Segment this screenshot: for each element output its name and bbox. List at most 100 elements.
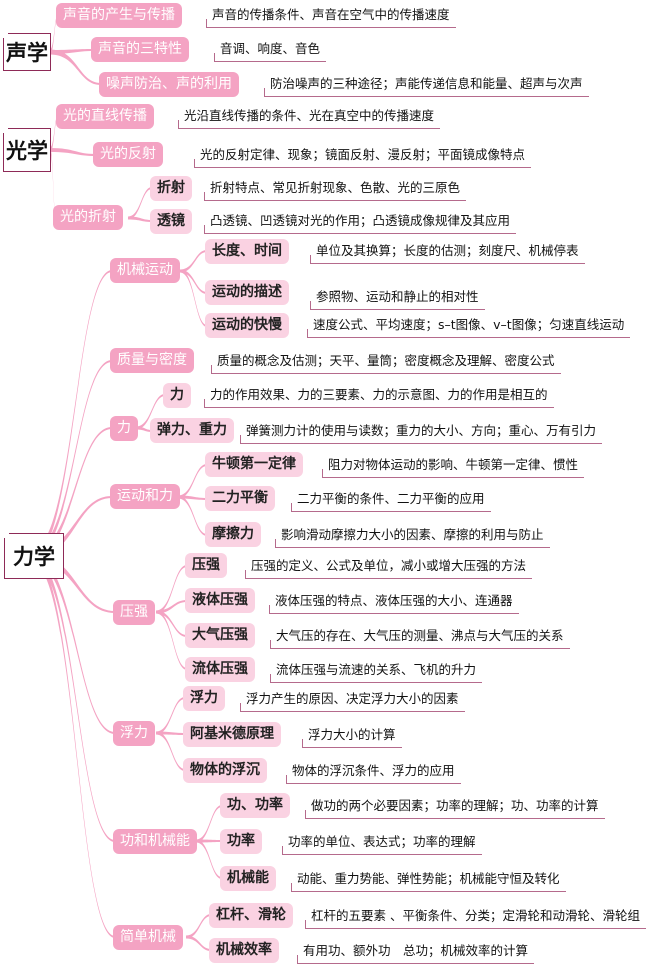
leaf-note: 有用功、额外功 总功；机械效率的计算 [297, 941, 535, 964]
branch-connector [178, 495, 207, 536]
branch-connector [156, 610, 187, 670]
leaf-text: 凸透镜、凹透镜对光的作用；凸透镜成像规律及其应用 [210, 213, 511, 228]
category-motion-force: 运动和力 [110, 484, 180, 509]
leaf-note: 流体压强与流速的关系、飞机的升力 [270, 660, 483, 683]
leaf-text: 光的反射定律、现象；镜面反射、漫反射；平面镜成像特点 [200, 147, 526, 162]
category-light-reflection: 光的反射 [93, 142, 163, 167]
leaf-note: 参照物、运动和静止的相对性 [310, 287, 485, 310]
leaf-text: 浮力产生的原因、决定浮力大小的因素 [246, 691, 459, 706]
sub-liquid-pressure: 液体压强 [185, 588, 255, 613]
leaf-note: 影响滑动摩擦力大小的因素、摩擦的利用与防止 [275, 525, 550, 548]
sub-lever-pulley: 杠杆、滑轮 [209, 903, 293, 928]
leaf-text: 压强的定义、公式及单位，减小或增大压强的方法 [251, 558, 527, 573]
leaf-text: 物体的浮沉条件、浮力的应用 [292, 763, 455, 778]
leaf-text: 音调、响度、音色 [220, 41, 321, 56]
leaf-text: 力的作用效果、力的三要素、力的示意图、力的作用是相互的 [210, 387, 548, 402]
branch-connector [156, 731, 185, 771]
sub-two-force-balance: 二力平衡 [205, 486, 275, 511]
branch-connector [128, 216, 152, 222]
leaf-note: 力的作用效果、力的三要素、力的示意图、力的作用是相互的 [204, 385, 554, 408]
root-optics: 光学 [0, 124, 51, 172]
leaf-text: 速度公式、平均速度；s–t图像、v–t图像；匀速直线运动 [313, 317, 625, 332]
sub-mechanical-energy: 机械能 [220, 866, 276, 891]
root-label: 光学 [6, 139, 48, 163]
leaf-text: 有用功、额外功 总功；机械效率的计算 [303, 943, 529, 958]
branch-connector [128, 187, 152, 220]
leaf-text: 流体压强与流速的关系、飞机的升力 [276, 662, 477, 677]
branch-connector [186, 935, 211, 951]
leaf-text: 动能、重力势能、弹性势能；机械能守恒及转化 [297, 871, 560, 886]
sub-power: 功率 [220, 829, 262, 854]
leaf-note: 防治噪声的三种途径；声能传递信息和能量、超声与次声 [264, 74, 589, 97]
root-label: 声学 [6, 41, 48, 65]
branch-connector [196, 805, 222, 843]
sub-friction: 摩擦力 [205, 522, 261, 547]
branch-connector [156, 731, 185, 735]
sub-float-sink: 物体的浮沉 [183, 758, 267, 783]
branch-connector [50, 115, 58, 153]
branch-connector [30, 270, 112, 561]
branch-connector [50, 148, 96, 156]
leaf-note: 声音的传播条件、声音在空气中的传播速度 [206, 5, 456, 28]
branch-connector [180, 250, 207, 273]
leaf-note: 压强的定义、公式及单位，减小或增大压强的方法 [245, 556, 533, 579]
category-simple-machines: 简单机械 [113, 925, 183, 950]
sub-archimedes: 阿基米德原理 [183, 722, 281, 747]
category-buoyancy: 浮力 [113, 721, 155, 746]
leaf-note: 音调、响度、音色 [214, 39, 327, 62]
branch-connector [178, 495, 207, 500]
leaf-text: 弹簧测力计的使用与读数；重力的大小、方向；重心、万有引力 [246, 423, 597, 438]
leaf-note: 浮力产生的原因、决定浮力大小的因素 [240, 689, 465, 712]
leaf-text: 防治噪声的三种途径；声能传递信息和能量、超声与次声 [270, 76, 583, 91]
sub-work-power: 功、功率 [220, 793, 290, 818]
sub-refraction: 折射 [150, 176, 192, 201]
category-work-energy: 功和机械能 [113, 829, 197, 854]
category-mechanical-motion: 机械运动 [110, 258, 180, 283]
branch-connector [136, 426, 152, 432]
category-pressure: 压强 [113, 600, 155, 625]
leaf-note: 弹簧测力计的使用与读数；重力的大小、方向；重心、万有引力 [240, 421, 603, 444]
leaf-text: 浮力大小的计算 [308, 727, 396, 742]
leaf-text: 折射特点、常见折射现象、色散、光的三原色 [210, 180, 461, 195]
leaf-text: 声音的传播条件、声音在空气中的传播速度 [212, 7, 450, 22]
branch-connector [186, 914, 211, 939]
sub-buoyancy: 浮力 [183, 686, 225, 711]
category-light-refraction: 光的折射 [53, 205, 123, 230]
leaf-text: 质量的概念及估测；天平、量筒；密度概念及理解、密度公式 [217, 353, 555, 368]
branch-connector [50, 49, 101, 85]
leaf-text: 参照物、运动和静止的相对性 [316, 289, 479, 304]
branch-connector [156, 697, 185, 735]
sub-force: 力 [163, 383, 191, 408]
sub-pressure: 压强 [185, 553, 227, 578]
branch-connector [180, 269, 207, 327]
root-label: 力学 [13, 545, 55, 569]
sub-atmospheric-pressure: 大气压强 [185, 623, 255, 648]
leaf-note: 液体压强的特点、液体压强的大小、连通器 [269, 591, 519, 614]
category-sound-traits: 声音的三特性 [91, 37, 189, 62]
category-noise-control: 噪声防治、声的利用 [99, 72, 239, 97]
leaf-note: 单位及其换算；长度的估测；刻度尺、机械停表 [310, 241, 585, 264]
branch-connector [196, 839, 222, 879]
sub-elastic-gravity: 弹力、重力 [150, 418, 234, 443]
sub-lens: 透镜 [150, 209, 192, 234]
leaf-note: 阻力对物体运动的影响、牛顿第一定律、惯性 [322, 455, 585, 478]
root-acoustics: 声学 [0, 29, 51, 71]
root-mechanics: 力学 [0, 529, 64, 579]
sub-length-time: 长度、时间 [205, 239, 289, 264]
branch-connector [156, 600, 187, 614]
category-light-straight: 光的直线传播 [56, 104, 154, 129]
leaf-note: 凸透镜、凹透镜对光的作用；凸透镜成像规律及其应用 [204, 211, 517, 234]
branch-connector [30, 551, 115, 842]
leaf-text: 杠杆的五要素 、平衡条件、分类；定滑轮和动滑轮、滑轮组 [311, 908, 640, 923]
leaf-text: 影响滑动摩擦力大小的因素、摩擦的利用与防止 [281, 527, 544, 542]
leaf-note: 光的反射定律、现象；镜面反射、漫反射；平面镜成像特点 [194, 145, 532, 168]
sub-motion-speed: 运动的快慢 [205, 313, 289, 338]
leaf-note: 功率的单位、表达式；功率的理解 [282, 832, 482, 855]
leaf-text: 阻力对物体运动的影响、牛顿第一定律、惯性 [328, 457, 579, 472]
leaf-text: 大气压的存在、大气压的测量、沸点与大气压的关系 [276, 628, 564, 643]
sub-mechanical-efficiency: 机械效率 [209, 938, 279, 963]
leaf-text: 做功的两个必要因素；功率的理解；功、功率的计算 [311, 798, 599, 813]
leaf-text: 光沿直线传播的条件、光在真空中的传播速度 [184, 108, 435, 123]
category-sound-production: 声音的产生与传播 [56, 3, 182, 28]
